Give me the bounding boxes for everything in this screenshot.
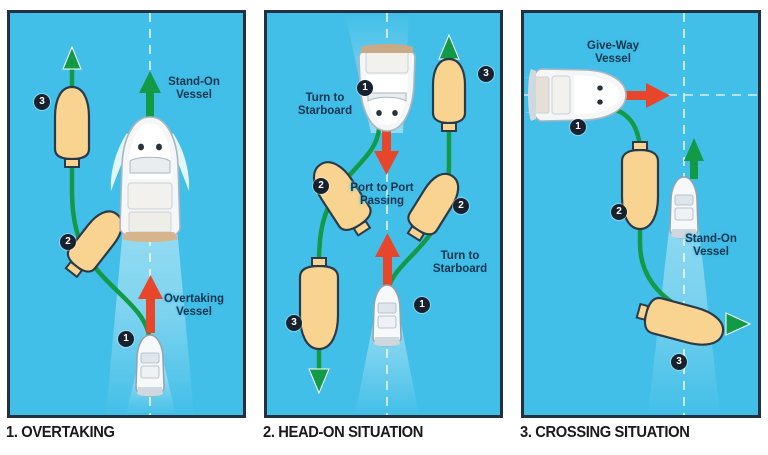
green-track-path xyxy=(69,62,153,346)
white-yacht-southbound xyxy=(358,44,416,132)
tan-vessel-northbound-position-3 xyxy=(431,57,467,132)
northbound-boat-wake xyxy=(355,303,419,415)
give-way-vessel-label: Give-Way Vessel xyxy=(587,40,639,65)
step-badge-2: 2 xyxy=(60,234,76,250)
panel-crossing-scene xyxy=(524,13,758,415)
red-direction-arrow-east xyxy=(620,83,670,108)
white-boat-stand-on xyxy=(669,176,699,239)
tan-vessel-position-3 xyxy=(53,85,91,168)
green-arrow-head-east xyxy=(725,312,752,336)
step-badge-3-left: 3 xyxy=(286,315,302,331)
panel-head-on xyxy=(264,10,503,418)
red-direction-arrow-north xyxy=(375,233,400,289)
step-badge-2: 2 xyxy=(611,204,627,220)
green-arrow-head-top xyxy=(62,45,82,70)
green-arrow-head-south xyxy=(308,368,330,395)
white-yacht-stand-on xyxy=(119,116,181,242)
red-direction-arrow-south xyxy=(374,127,399,175)
white-yacht-give-way xyxy=(528,68,627,122)
caption-overtaking: 1. OVERTAKING xyxy=(6,424,115,441)
caption-head-on: 2. HEAD-ON SITUATION xyxy=(263,424,424,441)
step-badge-1: 1 xyxy=(570,119,586,135)
step-badge-3: 3 xyxy=(671,354,687,370)
green-arrow-head-north xyxy=(438,33,460,60)
white-boat-northbound xyxy=(372,284,402,347)
step-badge-3-right: 3 xyxy=(478,66,494,82)
turn-to-starboard-label-upper: Turn to Starboard xyxy=(297,92,353,117)
white-boat-overtaking xyxy=(135,334,165,397)
panel-overtaking xyxy=(7,10,246,418)
stand-on-vessel-label: Stand-On Vessel xyxy=(168,76,220,101)
tan-vessel-position-2 xyxy=(620,141,660,231)
step-badge-1-lower: 1 xyxy=(414,297,430,313)
caption-crossing: 3. CROSSING SITUATION xyxy=(520,424,690,441)
panel-head-on-scene xyxy=(298,13,467,415)
red-direction-arrow xyxy=(138,275,163,333)
overtaking-vessel-label: Overtaking Vessel xyxy=(163,293,225,318)
stand-on-vessel-label-crossing: Stand-On Vessel xyxy=(685,233,737,258)
tan-vessel-position-2 xyxy=(64,210,124,279)
tan-vessel-position-3 xyxy=(635,296,725,346)
green-track-path xyxy=(609,106,679,308)
step-badge-2-right: 2 xyxy=(453,198,469,214)
green-direction-arrow-stand-on xyxy=(139,71,161,119)
step-badge-2-left: 2 xyxy=(313,178,329,194)
step-badge-1-upper: 1 xyxy=(357,80,373,96)
panel-overtaking-scene xyxy=(53,13,194,415)
step-badge-3: 3 xyxy=(34,94,50,110)
tan-vessel-southbound-position-3 xyxy=(298,257,340,351)
port-to-port-passing-label: Port to Port Passing xyxy=(350,182,414,207)
tan-vessel-northbound-position-2 xyxy=(406,172,460,243)
step-badge-1: 1 xyxy=(118,331,134,347)
green-arrow-head-north-standon xyxy=(684,138,704,161)
turn-to-starboard-label-lower: Turn to Starboard xyxy=(432,250,488,275)
green-shaft-north-standon xyxy=(690,153,698,179)
panel-crossing xyxy=(521,10,761,418)
